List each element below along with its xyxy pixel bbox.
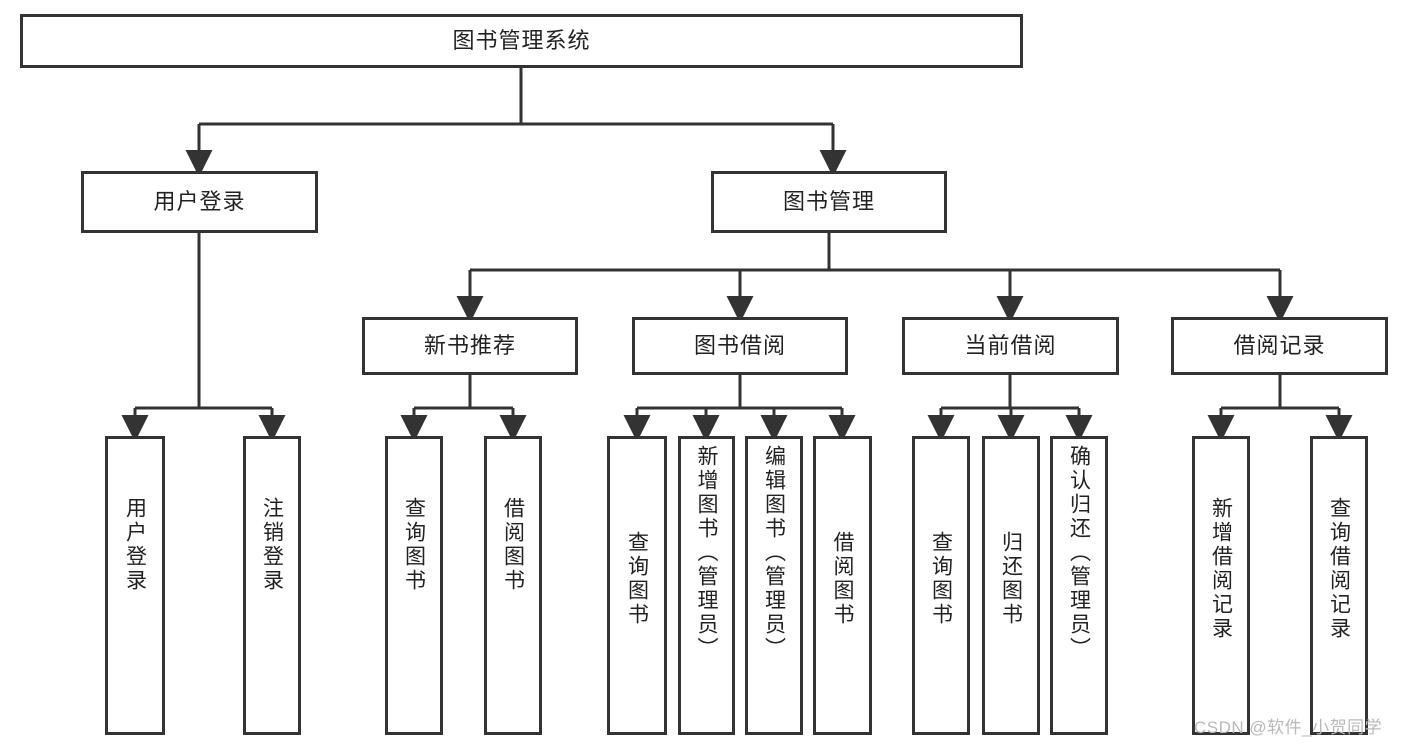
leaf-query-book-recommendation-label: 查询图书 (402, 497, 426, 593)
node-current-borrowing[interactable]: 当前借阅 (902, 317, 1119, 375)
csdn-watermark: CSDN @软件_小贺同学 (1194, 718, 1383, 737)
node-user-login-label: 用户登录 (153, 188, 246, 214)
leaf-borrow-book-borrowing[interactable]: 借阅图书 (813, 436, 872, 735)
node-current-borrowing-label: 当前借阅 (964, 332, 1057, 358)
leaf-query-book-current[interactable]: 查询图书 (912, 436, 970, 735)
leaf-query-book-current-label: 查询图书 (929, 531, 953, 627)
leaf-edit-book-admin-label: 编辑图书（管理员） (762, 445, 786, 661)
leaf-edit-book-admin[interactable]: 编辑图书（管理员） (745, 436, 803, 735)
leaf-query-book-recommendation[interactable]: 查询图书 (385, 436, 443, 735)
leaf-user-login-label: 用户登录 (123, 497, 147, 593)
leaf-borrow-book-recommendation[interactable]: 借阅图书 (484, 436, 542, 735)
leaf-query-borrow-record-label: 查询借阅记录 (1327, 497, 1351, 641)
leaf-return-book[interactable]: 归还图书 (982, 436, 1040, 735)
leaf-confirm-return-admin[interactable]: 确认归还（管理员） (1050, 436, 1108, 735)
leaf-query-borrow-record[interactable]: 查询借阅记录 (1310, 436, 1368, 735)
node-root-label: 图书管理系统 (452, 27, 591, 53)
node-new-book-recommendation-label: 新书推荐 (423, 332, 516, 358)
leaf-add-borrow-record-label: 新增借阅记录 (1209, 497, 1233, 641)
node-new-book-recommendation[interactable]: 新书推荐 (362, 317, 578, 375)
leaf-logout[interactable]: 注销登录 (243, 436, 301, 735)
leaf-query-book-borrowing[interactable]: 查询图书 (607, 436, 667, 735)
leaf-query-book-borrowing-label: 查询图书 (625, 531, 649, 627)
node-borrowing-records[interactable]: 借阅记录 (1171, 317, 1388, 375)
node-book-management-label: 图书管理 (782, 188, 875, 214)
node-root[interactable]: 图书管理系统 (20, 14, 1023, 68)
leaf-borrow-book-borrowing-label: 借阅图书 (831, 531, 854, 627)
leaf-add-book-admin-label: 新增图书（管理员） (695, 445, 718, 661)
leaf-confirm-return-admin-label: 确认归还（管理员） (1067, 445, 1091, 661)
node-borrowing-records-label: 借阅记录 (1233, 332, 1326, 358)
leaf-return-book-label: 归还图书 (999, 531, 1023, 627)
node-book-borrowing[interactable]: 图书借阅 (632, 317, 848, 375)
leaf-logout-label: 注销登录 (260, 497, 284, 593)
leaf-add-borrow-record[interactable]: 新增借阅记录 (1192, 436, 1250, 735)
leaf-borrow-book-recommendation-label: 借阅图书 (501, 497, 525, 593)
node-book-management[interactable]: 图书管理 (711, 171, 947, 233)
node-user-login[interactable]: 用户登录 (81, 171, 318, 233)
leaf-user-login[interactable]: 用户登录 (105, 436, 165, 735)
node-book-borrowing-label: 图书借阅 (693, 332, 786, 358)
leaf-add-book-admin[interactable]: 新增图书（管理员） (678, 436, 735, 735)
